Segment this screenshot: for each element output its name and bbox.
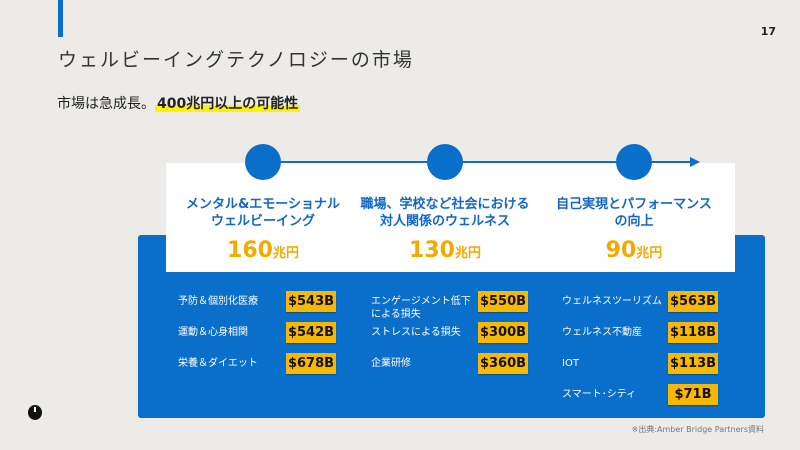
heading-line: の向上 [614, 214, 654, 229]
page-title: ウェルビーイングテクノロジーの市場 [58, 49, 414, 71]
source-note: ※出典:Amber Bridge Partners資料 [631, 425, 764, 434]
segment-amount-badge: $543B [286, 291, 336, 312]
segment-amount-badge: $550B [478, 291, 528, 312]
heading-line: メンタル&エモーショナル [185, 197, 341, 212]
segment-label: エンゲージメント低下による損失 [371, 296, 471, 320]
page-number: 17 [760, 25, 776, 38]
category-card [166, 163, 735, 272]
heading-line: ウェルビーイング [210, 214, 315, 229]
market-value: 160 [227, 238, 273, 263]
accent-bar [58, 0, 63, 37]
segment-amount-badge: $563B [668, 291, 718, 312]
market-unit: 兆円 [272, 246, 299, 261]
segment-label: 企業研修 [371, 358, 411, 369]
timeline-line [263, 161, 695, 163]
segment-amount-badge: $678B [286, 353, 336, 374]
column-market-size: 90兆円 [534, 238, 734, 263]
heading-line: 自己実現とパフォーマンス [556, 197, 712, 212]
column-market-size: 160兆円 [163, 238, 363, 263]
heading-line: 対人関係のウェルネス [379, 214, 510, 229]
segment-amount-badge: $113B [668, 353, 718, 374]
subtitle: 市場は急成長。400兆円以上の可能性 [57, 93, 301, 113]
segment-label: ウェルネス不動産 [562, 327, 642, 338]
segment-amount-badge: $71B [668, 384, 718, 405]
segment-label: スマート･シティ [562, 389, 637, 400]
segment-amount-badge: $118B [668, 322, 718, 343]
arrow-head-icon [690, 157, 700, 167]
subtitle-plain: 市場は急成長。 [57, 96, 155, 112]
market-unit: 兆円 [454, 246, 481, 261]
segment-label: 栄養＆ダイエット [178, 358, 258, 369]
heading-line: 職場、学校など社会における [360, 197, 530, 212]
segment-label: IOT [562, 358, 579, 369]
segment-label: ウェルネスツーリズム [562, 296, 662, 307]
market-value: 90 [605, 238, 637, 263]
market-value: 130 [409, 238, 455, 263]
segment-label: 運動＆心身相関 [178, 327, 248, 338]
column-heading: 職場、学校など社会における対人関係のウェルネス [345, 196, 545, 230]
column-market-size: 130兆円 [345, 238, 545, 263]
segment-label: 予防＆個別化医療 [178, 296, 258, 307]
segment-label: ストレスによる損失 [371, 327, 461, 338]
timeline-dot [427, 144, 463, 180]
segment-amount-badge: $360B [478, 353, 528, 374]
column-heading: メンタル&エモーショナルウェルビーイング [163, 196, 363, 230]
segment-amount-badge: $300B [478, 322, 528, 343]
timeline-dot [245, 144, 281, 180]
market-unit: 兆円 [636, 246, 663, 261]
logo-icon [28, 405, 42, 420]
subtitle-highlight: 400兆円以上の可能性 [155, 96, 301, 112]
segment-amount-badge: $542B [286, 322, 336, 343]
timeline-dot [616, 144, 652, 180]
column-heading: 自己実現とパフォーマンスの向上 [534, 196, 734, 230]
